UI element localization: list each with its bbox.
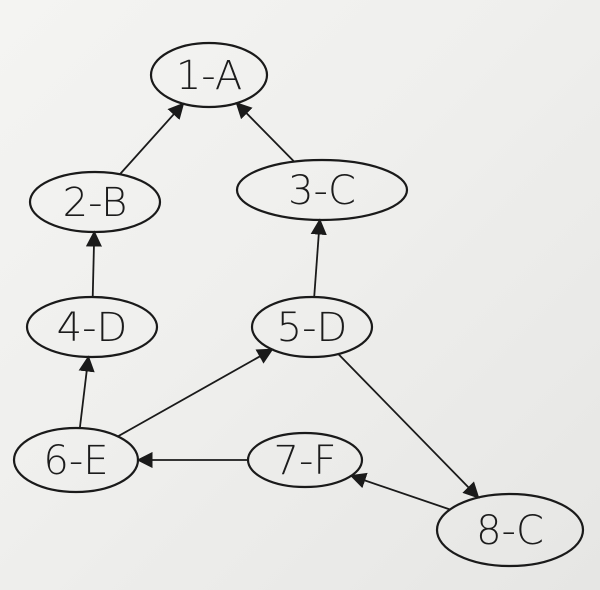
node-ellipse [246, 431, 364, 489]
edge-n5-to-n3 [310, 218, 327, 298]
node-3-c: 3-C [235, 158, 409, 222]
node-7-f: 7-F [246, 431, 364, 489]
node-2-b: 2-B [28, 170, 162, 234]
node-ellipse [435, 492, 585, 568]
node-ellipse [149, 41, 269, 109]
node-1-a: 1-A [149, 41, 269, 109]
node-ellipse [25, 295, 159, 359]
edge-n5-to-n8 [337, 353, 480, 499]
node-label: 5-D [277, 305, 348, 351]
node-5-d: 5-D [250, 295, 374, 359]
node-label: 4-D [57, 305, 128, 351]
node-ellipse [28, 170, 162, 234]
node-label: 7-F [274, 438, 337, 484]
node-label: 1-A [176, 53, 242, 99]
node-4-d: 4-D [25, 295, 159, 359]
edge-n4-to-n2 [85, 230, 103, 298]
node-label: 6-E [43, 438, 108, 484]
edge-n8-to-n7 [349, 472, 451, 511]
node-ellipse [235, 158, 409, 222]
edge-n6-to-n5 [117, 348, 274, 438]
node-ellipse [12, 426, 140, 494]
edge-n3-to-n1 [235, 101, 295, 163]
edge-n2-to-n1 [119, 102, 185, 175]
node-ellipse [250, 295, 374, 359]
node-6-e: 6-E [12, 426, 140, 494]
edge-n6-to-n4 [78, 355, 95, 429]
node-label: 8-C [476, 508, 544, 554]
node-8-c: 8-C [435, 492, 585, 568]
node-label: 3-C [288, 168, 356, 214]
node-label: 2-B [63, 180, 128, 226]
